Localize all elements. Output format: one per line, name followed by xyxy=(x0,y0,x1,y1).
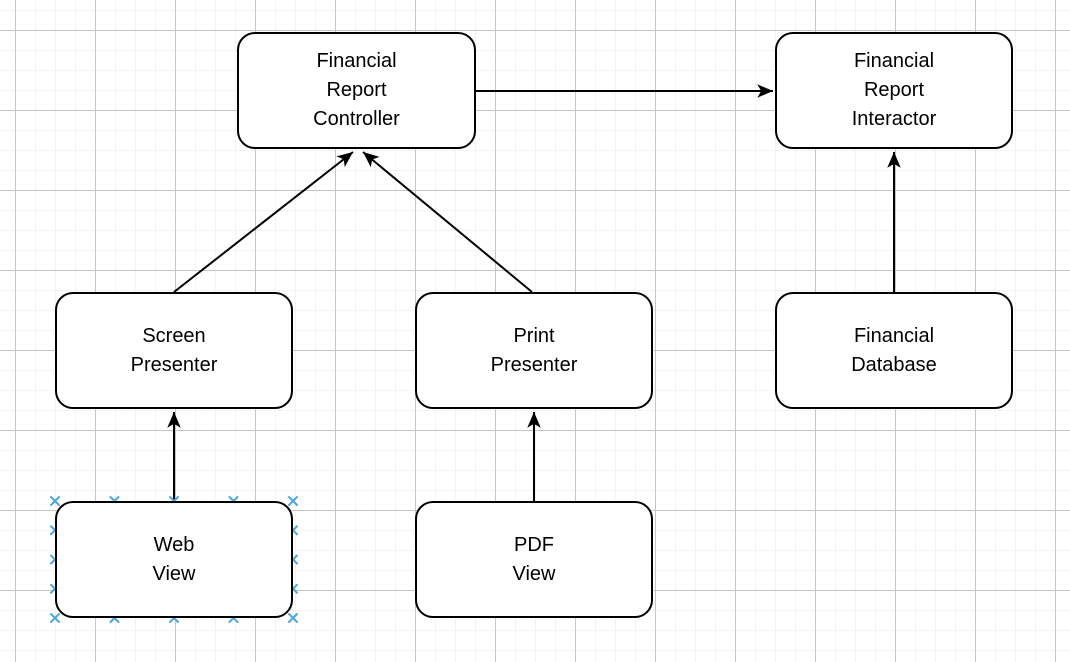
node-label: Financial Report Interactor xyxy=(851,50,937,130)
node-label: Screen Presenter xyxy=(130,324,218,376)
connection-point-cross[interactable] xyxy=(288,496,298,506)
node-financial-database[interactable]: Financial Database xyxy=(775,292,1013,409)
edge-screen-presenter-to-controller[interactable] xyxy=(173,151,354,293)
node-web-view[interactable]: Web View xyxy=(55,501,293,618)
node-financial-report-interactor[interactable]: Financial Report Interactor xyxy=(775,32,1013,149)
connection-point-cross[interactable] xyxy=(288,613,298,623)
node-label: PDF View xyxy=(512,533,556,585)
node-label: Print Presenter xyxy=(490,324,578,376)
node-print-presenter[interactable]: Print Presenter xyxy=(415,292,653,409)
edges-group xyxy=(167,84,901,501)
connection-point-cross[interactable] xyxy=(50,613,60,623)
node-screen-presenter[interactable]: Screen Presenter xyxy=(55,292,293,409)
node-financial-report-controller[interactable]: Financial Report Controller xyxy=(237,32,476,149)
node-label: Web View xyxy=(152,533,196,585)
node-pdf-view[interactable]: PDF View xyxy=(415,501,653,618)
connection-point-cross[interactable] xyxy=(50,496,60,506)
node-label: Financial Report Controller xyxy=(313,50,400,130)
node-label: Financial Database xyxy=(851,324,937,376)
edge-print-presenter-to-controller[interactable] xyxy=(362,151,533,293)
